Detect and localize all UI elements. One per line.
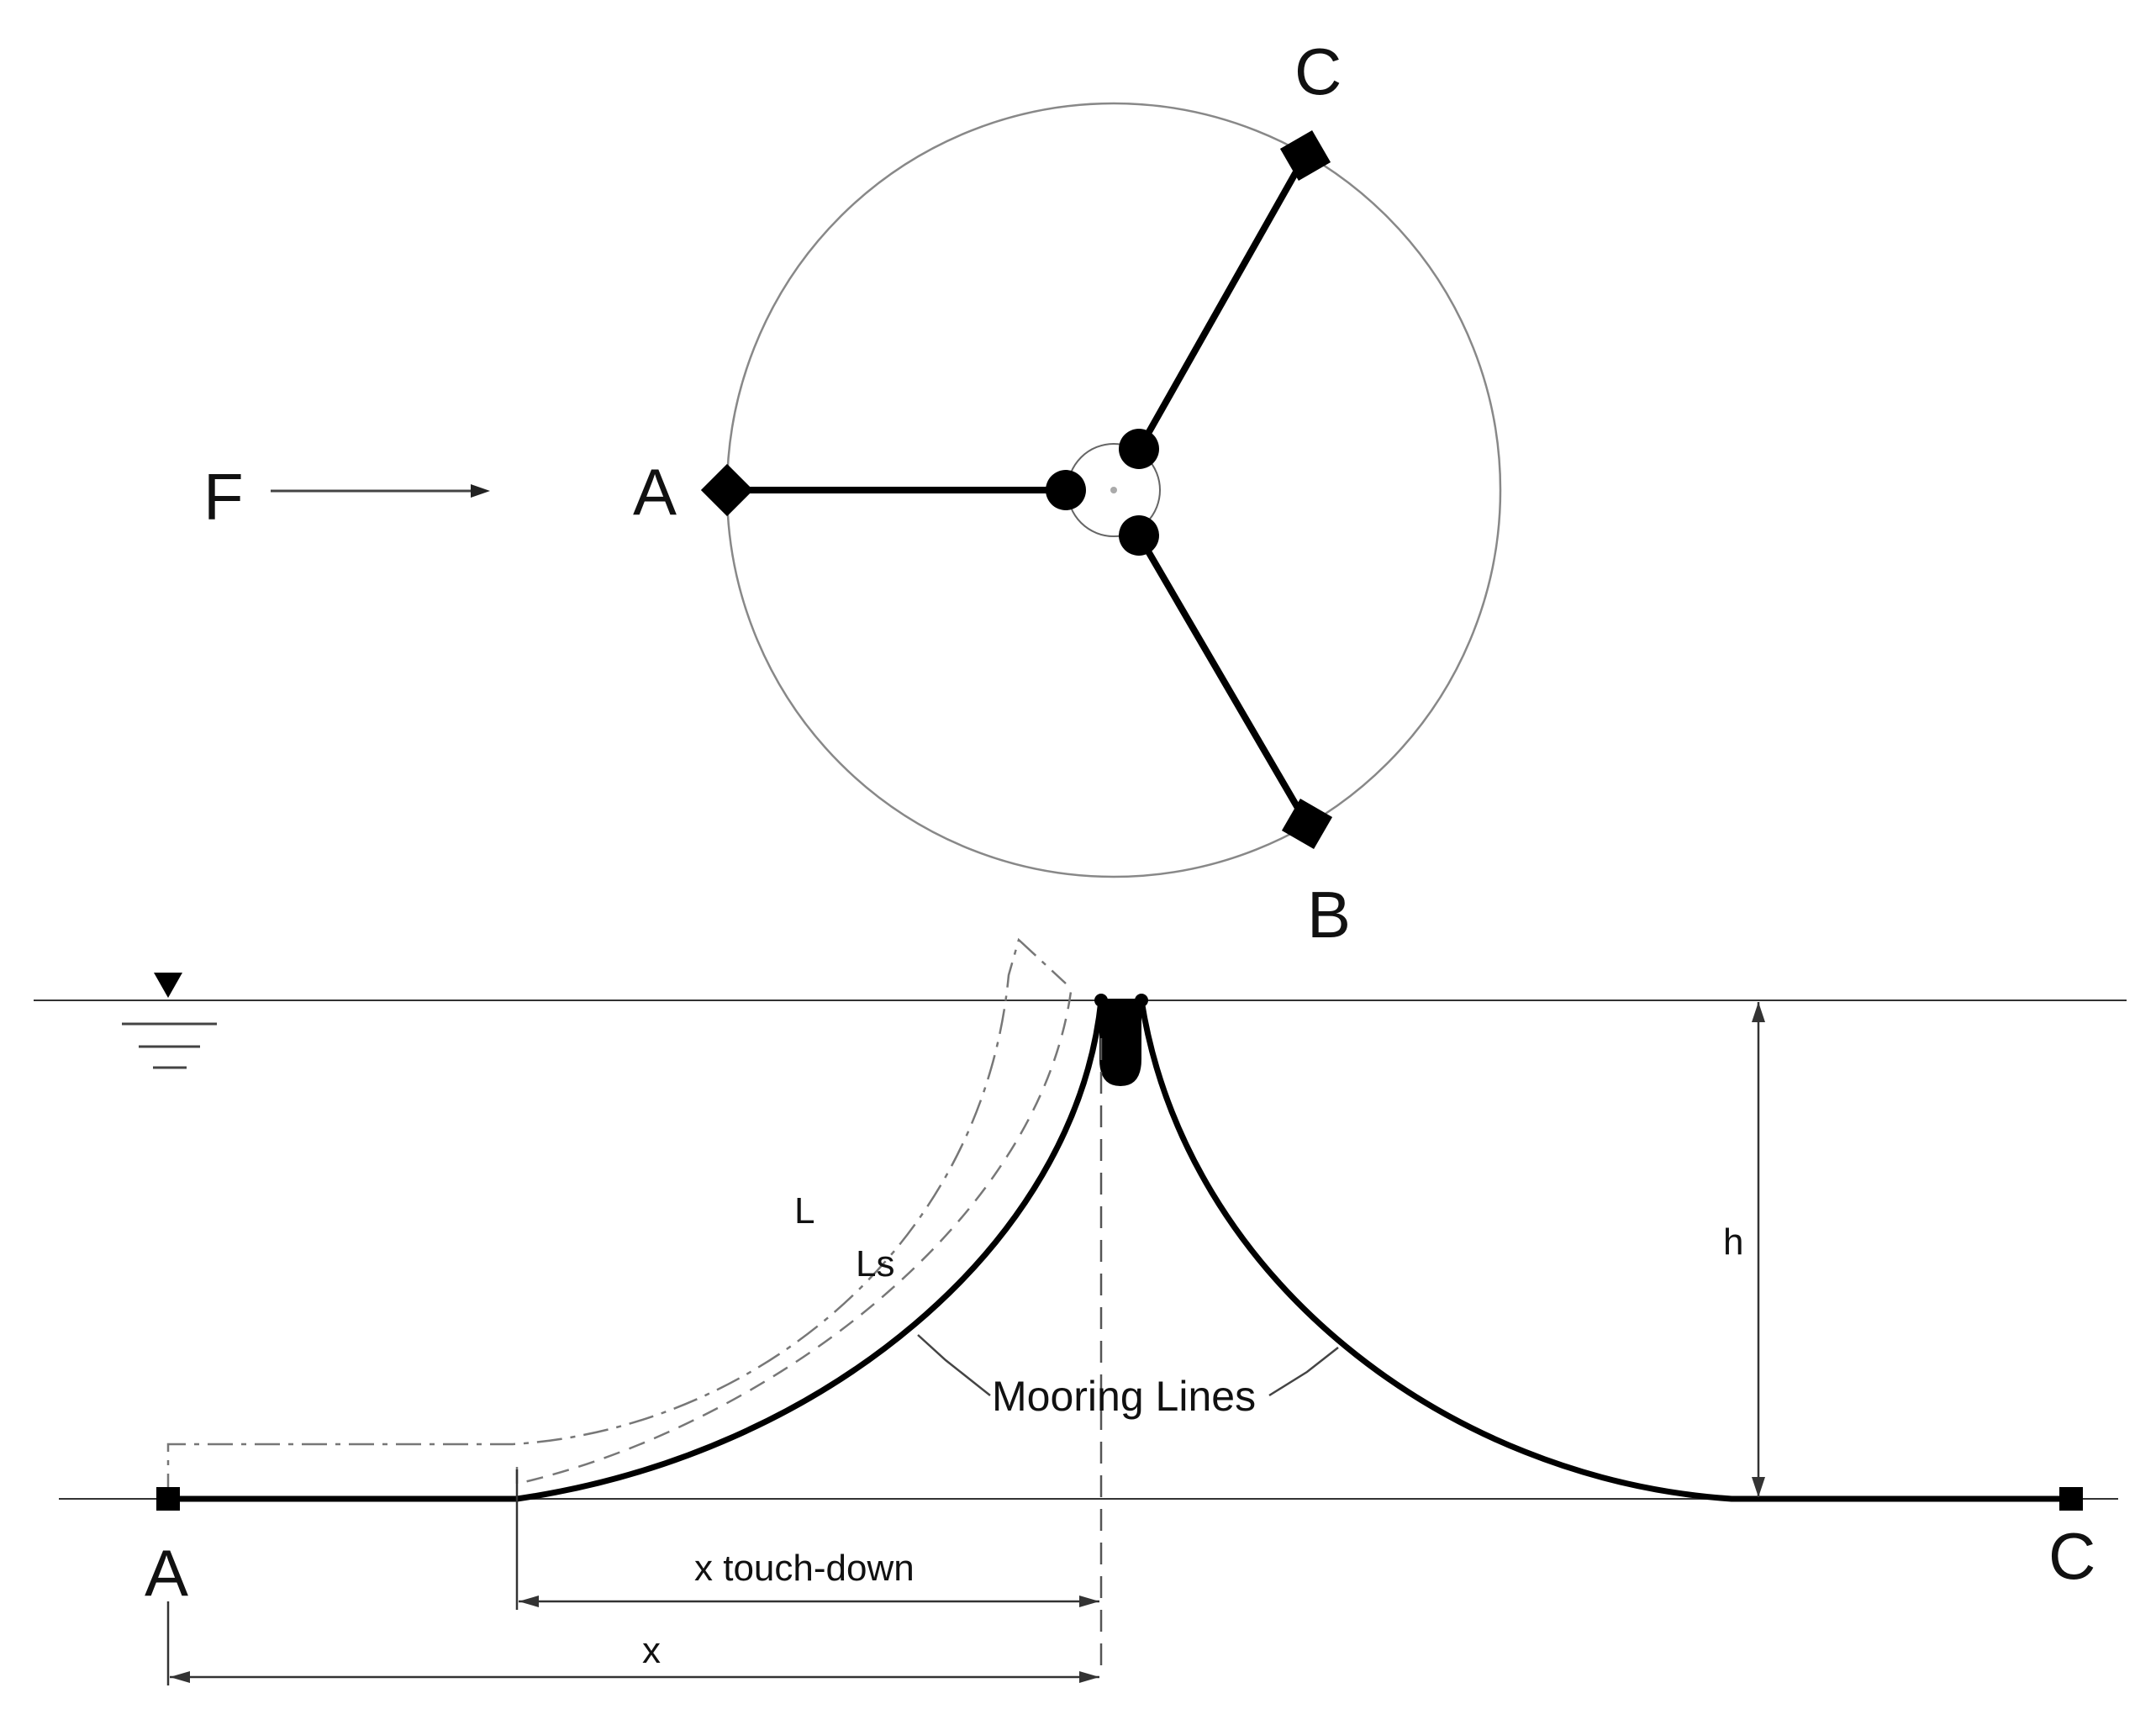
left-mooring-line — [168, 1000, 1104, 1502]
fairlead-c — [1119, 429, 1159, 469]
horizontal-label: x — [642, 1630, 661, 1671]
anchor-left-label: A — [145, 1536, 188, 1610]
touchdown-label: x touch-down — [694, 1548, 915, 1589]
anchor-right-marker — [2059, 1487, 2083, 1511]
line-length-label: L — [794, 1190, 814, 1232]
anchor-right-label: C — [2048, 1519, 2095, 1593]
floater — [1099, 999, 1141, 1086]
suspended-length-curve — [515, 984, 1073, 1485]
suspended-length-label: Ls — [856, 1243, 894, 1284]
anchor-b-marker — [1281, 798, 1333, 850]
plan-mooring-line-c — [1136, 154, 1309, 451]
fairlead-b — [1119, 515, 1159, 556]
anchor-c-label: C — [1294, 34, 1342, 108]
elevation-view: A C L Ls Mooring Lines h x touch-down — [34, 937, 2127, 1685]
line-length-curve — [166, 937, 1067, 1499]
fairlead-a — [1046, 470, 1086, 510]
anchor-a-marker — [700, 463, 754, 517]
depth-label: h — [1723, 1221, 1743, 1263]
anchor-a-label: A — [633, 455, 677, 529]
force-arrow — [271, 484, 490, 498]
horizontal-dimension — [166, 1601, 1099, 1685]
force-label: F — [203, 460, 244, 534]
depth-dimension — [1752, 1002, 1765, 1497]
fairlead-right-dot — [1135, 994, 1148, 1007]
mooring-lines-leaders — [917, 1334, 1339, 1397]
mooring-lines-label: Mooring Lines — [992, 1373, 1256, 1420]
plan-view: F A C B — [203, 34, 1502, 952]
right-mooring-line — [1138, 1000, 2070, 1502]
anchor-left-marker — [156, 1487, 180, 1511]
hub-center-dot — [1110, 487, 1117, 493]
touchdown-dimension — [515, 1469, 1099, 1610]
plan-mooring-line-b — [1136, 533, 1310, 826]
water-level-icon — [122, 973, 217, 1069]
anchor-b-label: B — [1307, 878, 1351, 952]
anchor-c-marker — [1279, 129, 1331, 182]
fairlead-left-dot — [1094, 994, 1108, 1007]
